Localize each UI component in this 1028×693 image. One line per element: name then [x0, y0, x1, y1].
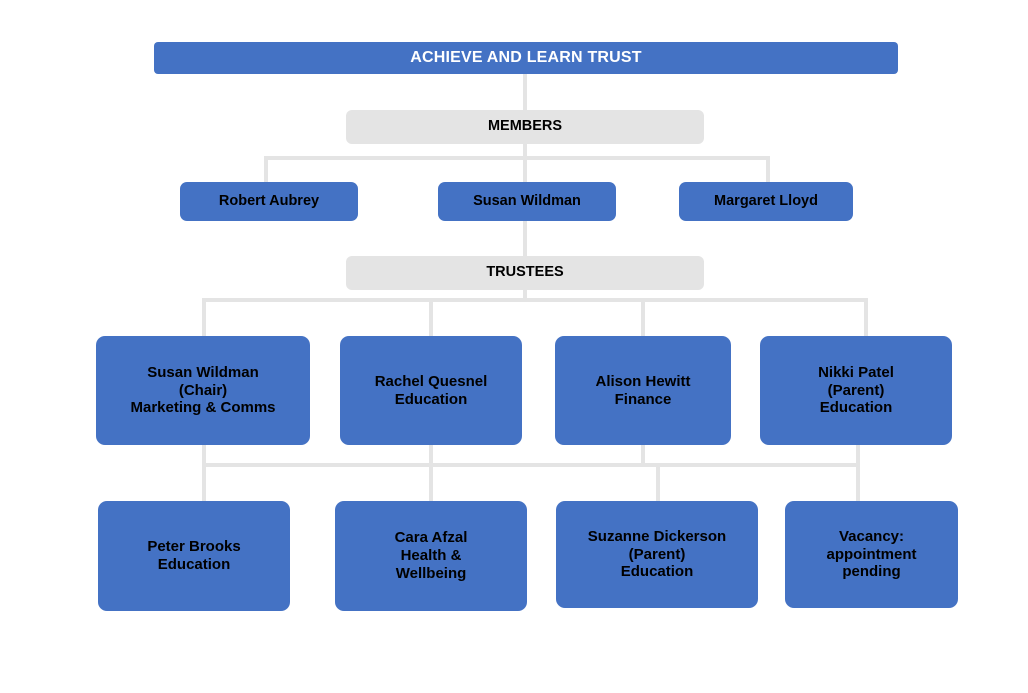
members-band[interactable]: MEMBERS [346, 110, 704, 144]
trustee-box-vacancy[interactable]: Vacancy: appointment pending [785, 501, 958, 608]
member-box-robert-aubrey[interactable]: Robert Aubrey [180, 182, 358, 221]
trustee-label-r1-3: Alison Hewitt Finance [595, 372, 691, 408]
trustees-band-label: TRUSTEES [486, 264, 564, 281]
connector-trustee2-drop-3 [656, 463, 660, 501]
connector-trustees-bus [202, 298, 868, 302]
member-box-susan-wildman[interactable]: Susan Wildman [438, 182, 616, 221]
trust-title-label: ACHIEVE AND LEARN TRUST [410, 48, 642, 66]
trustee-label-r1-4: Nikki Patel (Parent) Education [818, 363, 894, 417]
member-label-3: Margaret Lloyd [714, 192, 818, 209]
connector-trust-to-members [523, 73, 527, 112]
connector-trustee-drop-3 [641, 298, 645, 336]
connector-trustee1-stem-4 [856, 445, 860, 467]
connector-trustee2-drop-1 [202, 463, 206, 501]
member-label-1: Robert Aubrey [218, 192, 320, 209]
trustee-box-susan-wildman[interactable]: Susan Wildman (Chair) Marketing & Comms [96, 336, 310, 445]
trust-title-box[interactable]: ACHIEVE AND LEARN TRUST [154, 42, 898, 74]
trustee-box-peter-brooks[interactable]: Peter Brooks Education [98, 501, 290, 611]
trustee-box-nikki-patel[interactable]: Nikki Patel (Parent) Education [760, 336, 952, 445]
connector-member-drop-3 [766, 156, 770, 182]
trustee-label-r1-2: Rachel Quesnel Education [374, 372, 488, 408]
trustee-box-cara-afzal[interactable]: Cara Afzal Health & Wellbeing [335, 501, 527, 611]
connector-member-drop-2 [523, 156, 527, 182]
connector-member-drop-1 [264, 156, 268, 182]
connector-trustee2-drop-4 [856, 463, 860, 501]
member-box-margaret-lloyd[interactable]: Margaret Lloyd [679, 182, 853, 221]
trustee-box-suzanne-dickerson[interactable]: Suzanne Dickerson (Parent) Education [556, 501, 758, 608]
member-label-2: Susan Wildman [473, 192, 581, 209]
connector-trustees-row2-bus [202, 463, 860, 467]
connector-members-bus [264, 156, 770, 160]
connector-members-down [523, 144, 527, 158]
trustee-label-r2-2: Cara Afzal Health & Wellbeing [394, 529, 468, 582]
connector-trustee-drop-2 [429, 298, 433, 336]
trustee-label-r2-3: Suzanne Dickerson (Parent) Education [587, 527, 727, 581]
trustee-box-rachel-quesnel[interactable]: Rachel Quesnel Education [340, 336, 522, 445]
members-band-label: MEMBERS [487, 118, 563, 135]
connector-trustee1-stem-1 [202, 445, 206, 467]
connector-trustees-down [523, 290, 527, 300]
connector-trustee2-drop-2 [429, 463, 433, 501]
trustee-box-alison-hewitt[interactable]: Alison Hewitt Finance [555, 336, 731, 445]
connector-trustee-drop-1 [202, 298, 206, 336]
connector-trustee1-stem-2 [429, 445, 433, 467]
trustee-label-r2-4: Vacancy: appointment pending [826, 527, 917, 581]
trustee-label-r1-1: Susan Wildman (Chair) Marketing & Comms [130, 363, 276, 417]
trustees-band[interactable]: TRUSTEES [346, 256, 704, 290]
trustee-label-r2-1: Peter Brooks Education [147, 538, 241, 573]
connector-trustee-drop-4 [864, 298, 868, 336]
connector-trustee1-stem-3 [641, 445, 645, 467]
